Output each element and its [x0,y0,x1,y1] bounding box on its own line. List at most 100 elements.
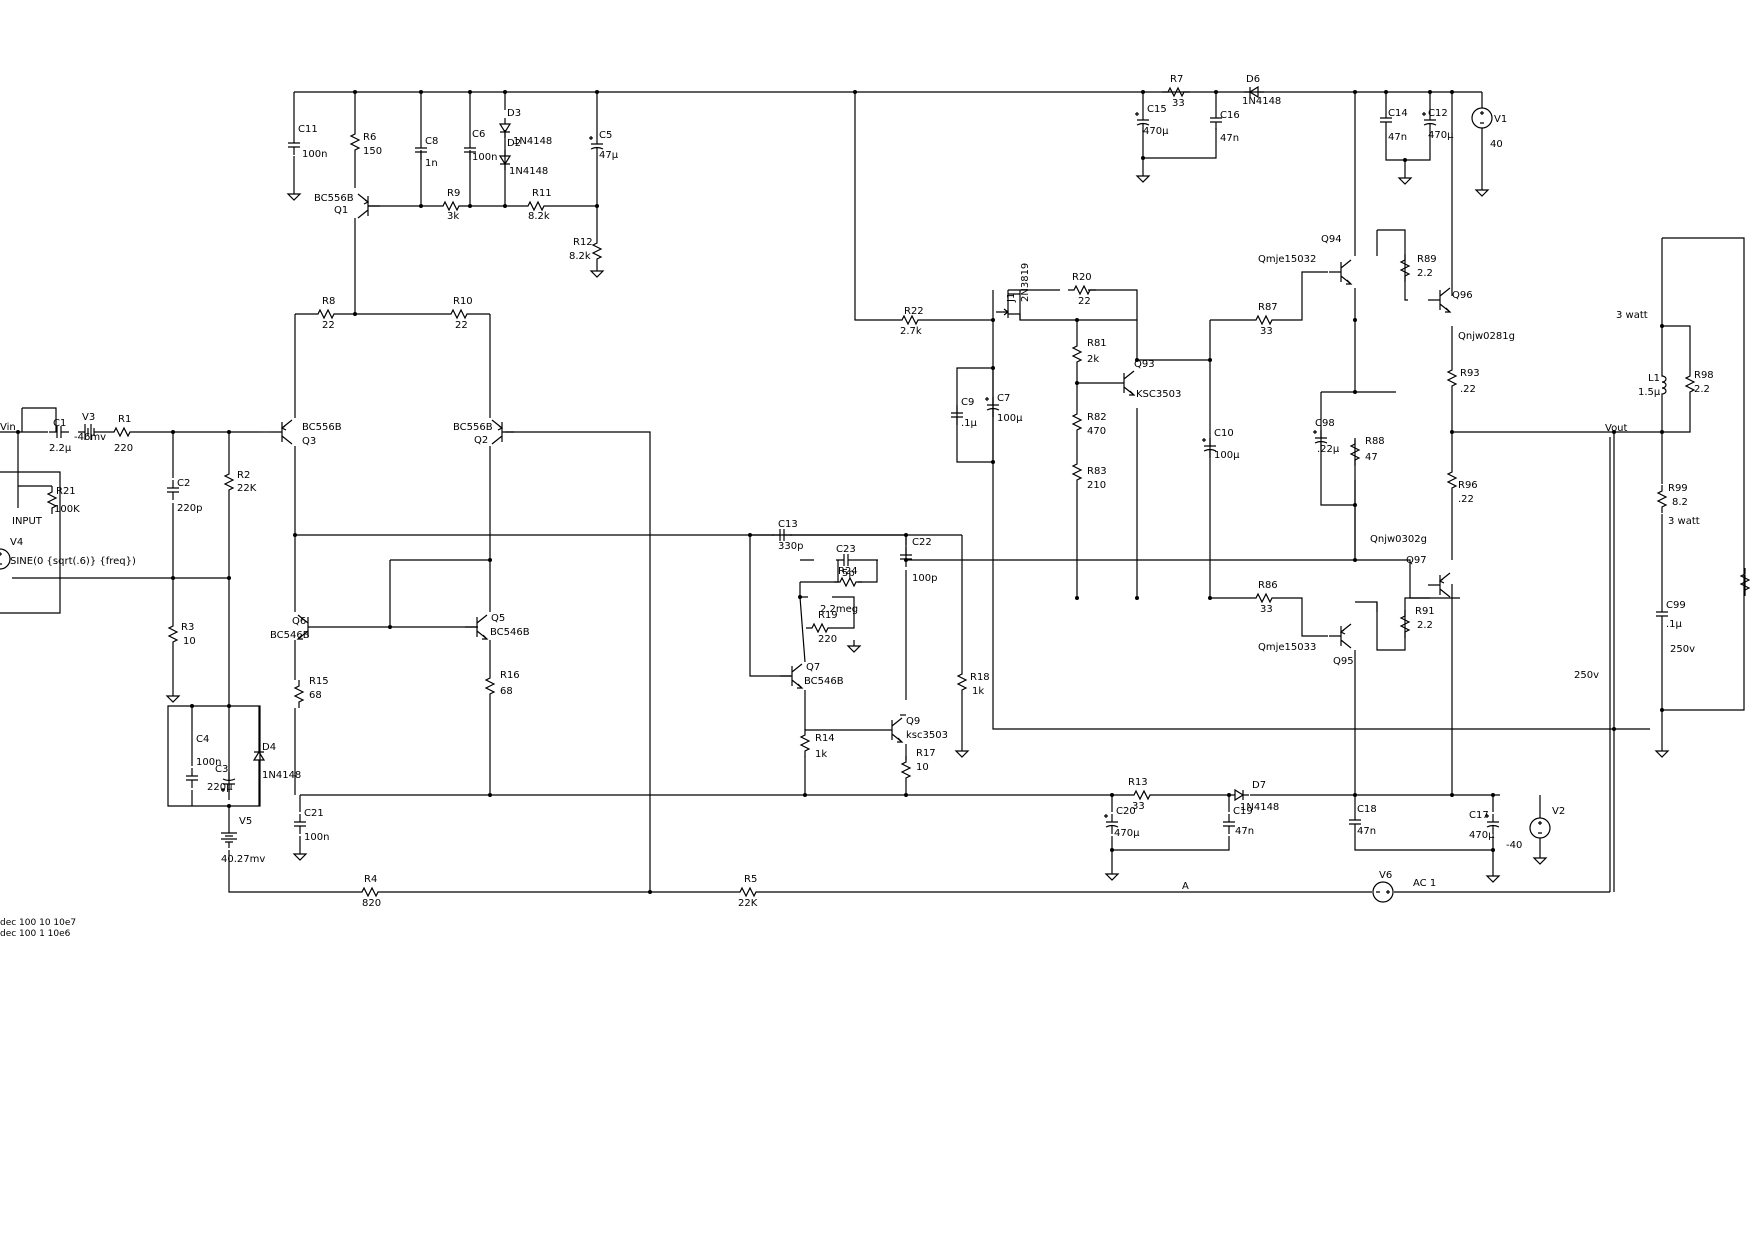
svg-text:47n: 47n [1235,826,1254,837]
svg-text:C7: C7 [997,393,1010,404]
c4-ref: C4 [196,734,209,745]
c3-ref: C3 [215,764,228,775]
diode-d2: D2 1N4148 [499,138,548,177]
svg-text:C5: C5 [599,130,612,141]
svg-text:1N4148: 1N4148 [509,166,548,177]
capacitor-c2: C2 220p [166,478,202,514]
svg-text:5p: 5p [842,568,855,579]
transistor-q7: Q7 BC546B [779,662,844,689]
source-v6: V6 AC 1 [1372,870,1436,903]
resistor-r19: R19 220 [805,610,838,645]
svg-text:R16: R16 [500,670,520,681]
q6-value: BC546B [270,630,310,641]
svg-text:R83: R83 [1087,466,1107,477]
q95-value: Qmje15033 [1258,642,1316,653]
capacitor-c21: C21 100n [293,808,329,843]
transistor-q94: Q94 [1321,234,1352,285]
ground-icon [1136,169,1150,183]
capacitor-c6: C6 100n [463,129,497,163]
svg-text:KSC3503: KSC3503 [1136,389,1181,400]
resistor-r8: R8 22 [311,296,341,331]
transistor-q1 [357,193,381,219]
resistor-r5: R5 22K [733,874,763,909]
svg-text:R14: R14 [815,733,835,744]
svg-text:C11: C11 [298,124,318,135]
wires [0,91,1746,893]
watt-label-2: 3 watt [1668,516,1700,527]
resistor-r3: R3 10 [168,619,196,649]
svg-text:C8: C8 [425,136,438,147]
svg-text:C2: C2 [177,478,190,489]
d6-ref: D6 [1246,74,1260,85]
svg-text:-40: -40 [1506,840,1522,851]
capacitor-c8: C8 1n [414,136,438,169]
svg-text:470: 470 [1087,426,1106,437]
svg-text:1.5µ: 1.5µ [1638,387,1661,398]
ground-icon [1533,851,1547,865]
transistor-q96: Q96 [1427,287,1473,313]
capacitor-c23: C23 5p [835,544,857,579]
resistor-r15: R15 68 [294,676,329,709]
r19-lead [834,622,855,629]
capacitor-c19: C19 47n [1222,806,1254,837]
svg-text:C14: C14 [1388,108,1408,119]
svg-text:470µ: 470µ [1114,828,1140,839]
svg-text:47µ: 47µ [599,150,619,161]
svg-text:47n: 47n [1357,826,1376,837]
svg-text:R93: R93 [1460,368,1480,379]
svg-text:C20: C20 [1116,806,1136,817]
vin-label: Vin [0,422,16,433]
resistor-r17: R17 10 [901,748,936,785]
ground-icon [293,847,307,861]
svg-text:Q9: Q9 [906,716,920,727]
svg-text:R82: R82 [1087,412,1107,423]
svg-text:R10: R10 [453,296,473,307]
resistor-r82: R82 470 [1072,407,1107,437]
svg-text:C98: C98 [1315,418,1335,429]
q97-value: Qnjw0302g [1370,534,1427,545]
svg-text:C21: C21 [304,808,324,819]
svg-text:R24: R24 [838,566,858,577]
c3-value: 220µ [207,782,233,793]
svg-text:L1: L1 [1648,373,1660,384]
svg-text:220: 220 [818,634,837,645]
capacitor-c98: C98 .22µ [1312,418,1340,455]
resistor-r96: R96 .22 [1447,465,1478,505]
svg-text:1N4148: 1N4148 [513,136,552,147]
svg-text:33: 33 [1260,326,1273,337]
svg-text:R1: R1 [118,414,131,425]
transistor-q9: Q9 ksc3503 [879,716,948,743]
capacitor-c17: C17 470µ [1469,810,1500,841]
q1-ref: Q1 [334,205,348,216]
resistor-load [1740,567,1750,597]
j1-ref: J1 [1006,293,1017,303]
svg-text:100n: 100n [304,832,329,843]
svg-text:C16: C16 [1220,110,1240,121]
svg-text:R21: R21 [56,486,76,497]
ground-icon [955,744,969,758]
svg-text:R2: R2 [237,470,250,481]
svg-text:R20: R20 [1072,272,1092,283]
svg-text:10: 10 [916,762,929,773]
j1-value: 2N3819 [1020,263,1031,302]
svg-text:470µ: 470µ [1428,130,1454,141]
svg-text:2.2: 2.2 [1417,268,1433,279]
svg-text:Q96: Q96 [1452,290,1473,301]
svg-text:V5: V5 [239,816,252,827]
svg-text:R22: R22 [904,306,924,317]
svg-text:R9: R9 [447,188,460,199]
svg-text:33: 33 [1260,604,1273,615]
transistor-q5: Q5 BC546B [464,613,530,640]
svg-text:210: 210 [1087,480,1106,491]
ground-icon [1486,869,1500,883]
svg-text:R96: R96 [1458,480,1478,491]
transistor-q93: Q93 KSC3503 [1111,359,1181,400]
svg-text:.22: .22 [1458,494,1474,505]
svg-text:100µ: 100µ [1214,450,1240,461]
svg-text:R13: R13 [1128,777,1148,788]
capacitor-c15: C15 470µ [1134,104,1169,137]
source-v2: V2 -40 [1506,806,1565,851]
ground-icon [590,264,604,278]
d4-ref: D4 [262,742,276,753]
